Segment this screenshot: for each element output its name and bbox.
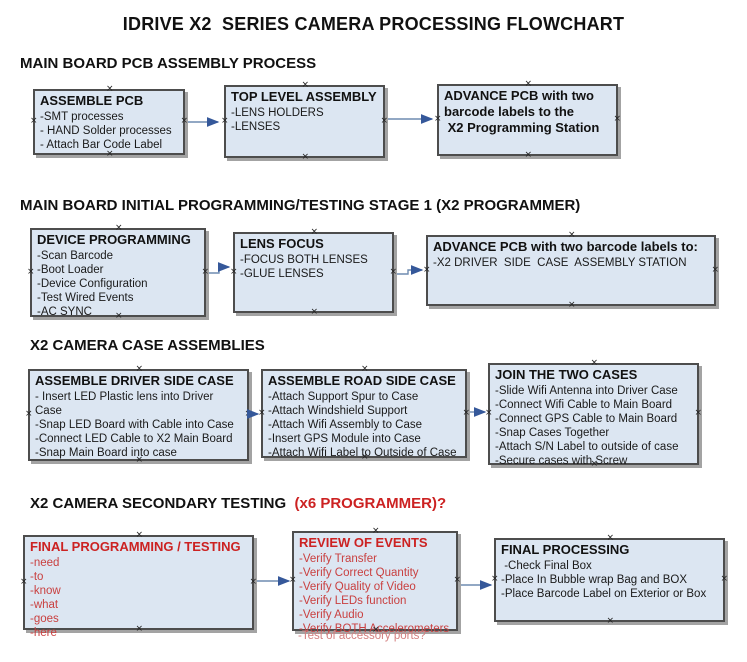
box-item: -Insert GPS Module into Case bbox=[268, 433, 421, 445]
box-item: - Attach Bar Code Label bbox=[40, 139, 163, 151]
box-title: ASSEMBLE DRIVER SIDE CASE bbox=[35, 373, 234, 388]
box-item: -X2 DRIVER SIDE CASE ASSEMBLY STATION bbox=[433, 257, 687, 269]
box-join-the-two-cases: JOIN THE TWO CASES -Slide Wifi Antenna i… bbox=[485, 359, 702, 469]
box-top-level-assembly: TOP LEVEL ASSEMBLY -LENS HOLDERS-LENSES … bbox=[221, 81, 388, 162]
box-advance-pcb-case-assembly: ADVANCE PCB with two barcode labels to: … bbox=[423, 231, 719, 310]
box-item: -to bbox=[30, 571, 44, 583]
page-title: IDRIVE X2 SERIES CAMERA PROCESSING FLOWC… bbox=[122, 14, 625, 34]
box-item: -Test Wired Events bbox=[37, 292, 134, 304]
box-review-of-events: REVIEW OF EVENTS -Verify Transfer-Verify… bbox=[289, 527, 461, 643]
box-item: -Connect GPS Cable to Main Board bbox=[495, 413, 678, 425]
box-items: -Check Final Box -Place In Bubble wrap Ba… bbox=[501, 559, 718, 601]
box-title: LENS FOCUS bbox=[240, 236, 324, 251]
box-final-processing: FINAL PROCESSING -Check Final Box -Place … bbox=[491, 534, 728, 626]
section-heading-secondary-testing: X2 CAMERA SECONDARY TESTING (x6 PROGRAMM… bbox=[30, 495, 446, 512]
box-item: -Verify LEDs function bbox=[299, 595, 407, 607]
box-item: -Scan Barcode bbox=[37, 250, 114, 262]
box-advance-pcb-programming-station: ADVANCE PCB with two barcode labels to t… bbox=[434, 80, 621, 160]
box-item: -Place In Bubble wrap Bag and BOX bbox=[501, 574, 688, 586]
box-item: -know bbox=[30, 585, 61, 597]
box-item: -GLUE LENSES bbox=[240, 268, 324, 280]
box-items: -Scan Barcode -Boot Loader -Device Configu… bbox=[37, 249, 199, 319]
box-final-programming-testing: FINAL PROGRAMMING / TESTING -need -to -kno… bbox=[20, 531, 257, 640]
box-item: -what bbox=[30, 599, 59, 611]
box-item: - HAND Solder processes bbox=[40, 125, 172, 137]
box-title: REVIEW OF EVENTS bbox=[299, 535, 428, 550]
box-item: -Verify Quality of Video bbox=[299, 581, 416, 593]
box-item: -Attach Wifi Label to Outside of Case bbox=[268, 447, 457, 459]
box-assemble-pcb: ASSEMBLE PCB -SMT processes - HAND Solder… bbox=[30, 85, 188, 159]
box-title: FINAL PROGRAMMING / TESTING bbox=[30, 539, 241, 554]
heading-red-part: (x6 PROGRAMMER)? bbox=[290, 495, 447, 512]
box-item: -Snap Main Board into case bbox=[35, 447, 177, 459]
box-items: -LENS HOLDERS -LENSES bbox=[231, 106, 378, 134]
box-item: - Insert LED Plastic lens into Driver Ca… bbox=[35, 391, 217, 417]
section-heading-pcb-assembly: MAIN BOARD PCB ASSEMBLY PROCESS bbox=[20, 55, 317, 72]
box-title: ASSEMBLE PCB bbox=[40, 93, 144, 108]
box-title: ASSEMBLE ROAD SIDE CASE bbox=[268, 373, 456, 388]
box-item: -Attach S/N Label to outside of case bbox=[495, 441, 679, 453]
box-item: -FOCUS BOTH LENSES bbox=[240, 254, 368, 266]
box-item: -Connect Wifi Cable to Main Board bbox=[495, 399, 673, 411]
box-item: -Connect LED Cable to X2 Main Board bbox=[35, 433, 233, 445]
box-item: -goes bbox=[30, 613, 59, 625]
box-title: DEVICE PROGRAMMING bbox=[37, 232, 191, 247]
heading-black-part: X2 CAMERA SECONDARY TESTING bbox=[30, 495, 291, 512]
arrow-lensfocus-to-advance2 bbox=[397, 265, 424, 275]
box-item: -Check Final Box bbox=[501, 560, 592, 572]
box-item: -need bbox=[30, 557, 60, 569]
section-heading-initial-programming: MAIN BOARD INITIAL PROGRAMMING/TESTING S… bbox=[20, 197, 581, 214]
section-heading-case-assemblies: X2 CAMERA CASE ASSEMBLIES bbox=[30, 337, 265, 354]
box-title: ADVANCE PCB with two barcode labels to: bbox=[433, 239, 698, 254]
box-item: -Place Barcode Label on Exterior or Box bbox=[501, 588, 707, 600]
arrow-deviceprog-to-lensfocus bbox=[209, 262, 231, 274]
box-item: -Verify Audio bbox=[299, 609, 364, 621]
box-item-overflow: -Test of accessory ports? bbox=[298, 630, 426, 642]
box-items: - Insert LED Plastic lens into Driver Ca… bbox=[35, 390, 242, 460]
box-items: -Slide Wifi Antenna into Driver Case -Con… bbox=[495, 384, 692, 468]
box-assemble-driver-side-case: ASSEMBLE DRIVER SIDE CASE - Insert LED P… bbox=[25, 365, 252, 465]
box-item: -Slide Wifi Antenna into Driver Case bbox=[495, 385, 678, 397]
box-item: -AC SYNC bbox=[37, 306, 92, 318]
box-item: -Attach Wifi Assembly to Case bbox=[268, 419, 423, 431]
box-device-programming: DEVICE PROGRAMMING -Scan Barcode -Boot Lo… bbox=[27, 224, 209, 321]
box-item: -Secure cases with Screw bbox=[495, 455, 628, 467]
box-title: JOIN THE TWO CASES bbox=[495, 367, 638, 382]
box-assemble-road-side-case: ASSEMBLE ROAD SIDE CASE -Attach Support … bbox=[258, 365, 470, 462]
box-item: -Verify Transfer bbox=[299, 553, 377, 565]
box-item: -SMT processes bbox=[40, 111, 124, 123]
box-item: -Snap Cases Together bbox=[495, 427, 610, 439]
box-title: ADVANCE PCB with two barcode labels to t… bbox=[444, 88, 600, 135]
box-items: -Attach Support Spur to Case -Attach Wind… bbox=[268, 390, 460, 460]
box-item: -Verify BOTH Accelerometers bbox=[299, 623, 450, 635]
box-item: -LENS HOLDERS bbox=[231, 107, 324, 119]
box-items: -need -to -know -what -goes -here bbox=[30, 556, 247, 640]
box-title: TOP LEVEL ASSEMBLY bbox=[231, 89, 377, 104]
box-item: -Boot Loader bbox=[37, 264, 104, 276]
box-items: -X2 DRIVER SIDE CASE ASSEMBLY STATION bbox=[433, 256, 709, 270]
box-item: -Device Configuration bbox=[37, 278, 148, 290]
box-items: -FOCUS BOTH LENSES -GLUE LENSES bbox=[240, 253, 387, 281]
box-item: -here bbox=[30, 627, 57, 639]
box-item: -LENSES bbox=[231, 121, 281, 133]
box-item: -Verify Correct Quantity bbox=[299, 567, 419, 579]
box-title: FINAL PROCESSING bbox=[501, 542, 630, 557]
box-item: -Attach Support Spur to Case bbox=[268, 391, 419, 403]
box-items: -SMT processes - HAND Solder processes - A… bbox=[40, 110, 178, 152]
box-item: -Snap LED Board with Cable into Case bbox=[35, 419, 234, 431]
box-items: -Verify Transfer -Verify Correct Quantity… bbox=[299, 552, 451, 636]
box-item: -Attach Windshield Support bbox=[268, 405, 408, 417]
